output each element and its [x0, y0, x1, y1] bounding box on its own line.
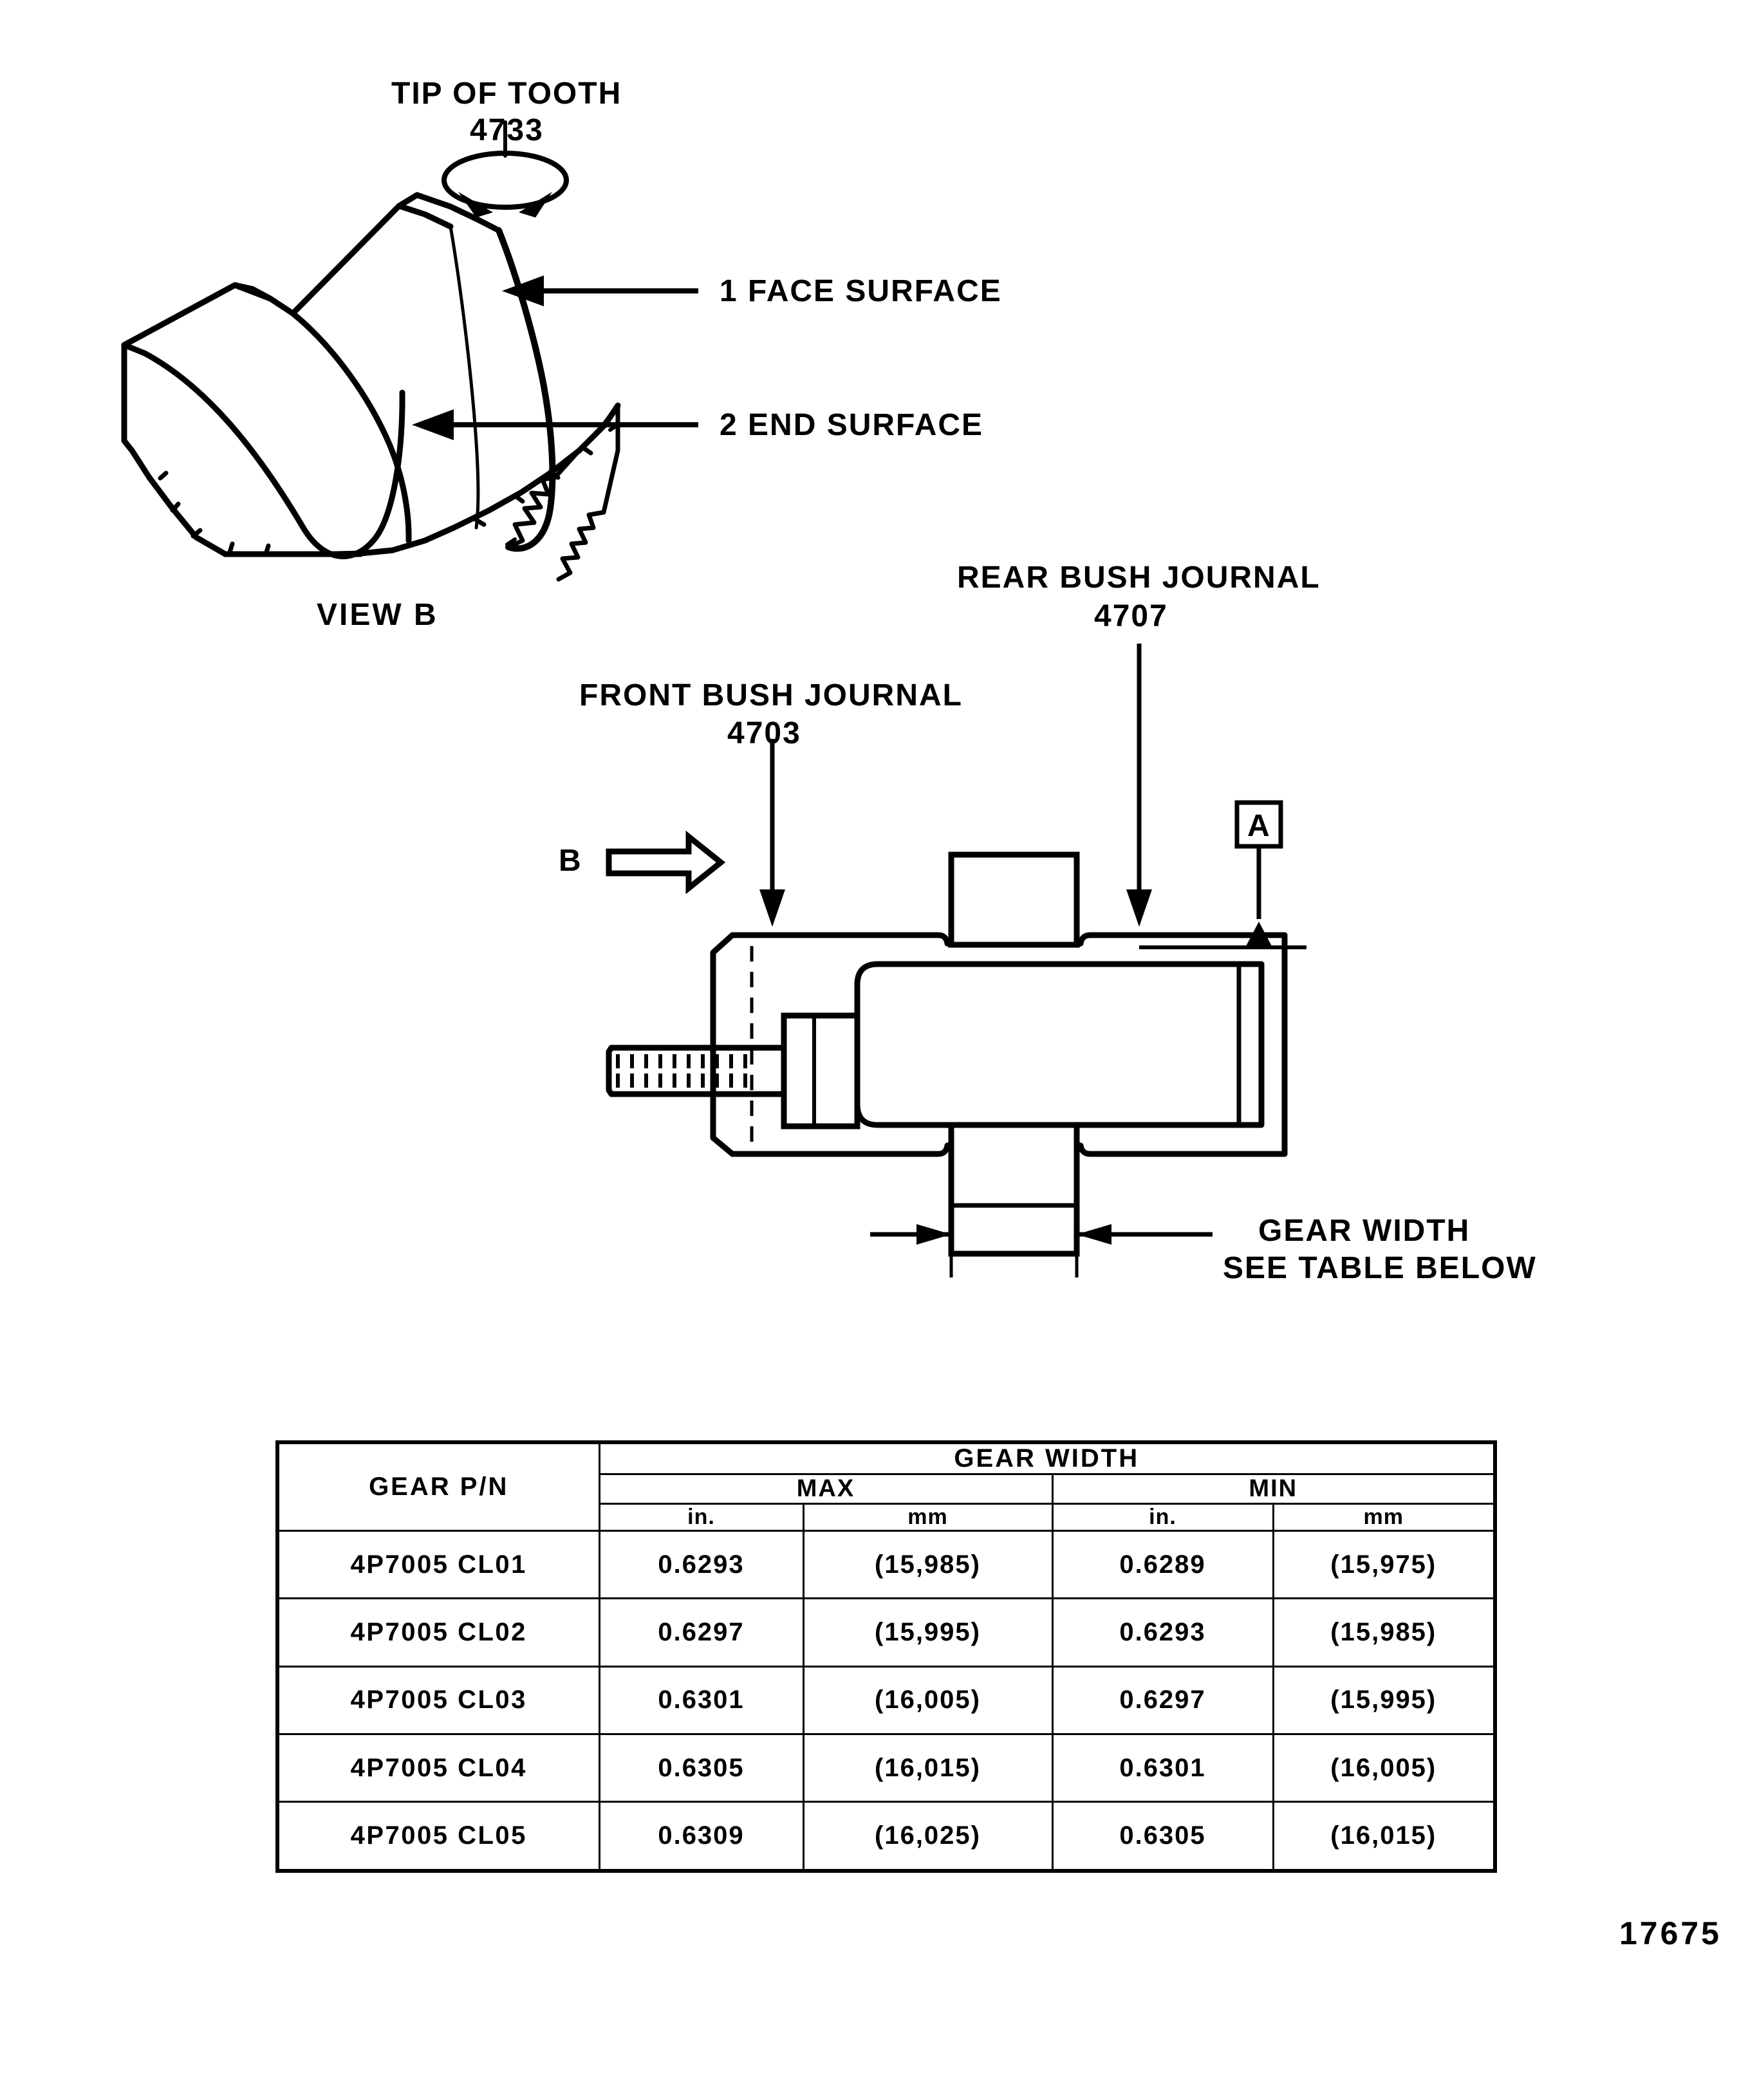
table-row: 4P7005 CL01 0.6293 (15,985) 0.6289 (15,9…: [275, 1529, 1498, 1600]
front-collar-outline: [710, 932, 736, 1157]
datum-a-label: A: [1247, 809, 1270, 843]
cell-max-mm: (16,025): [802, 1801, 1054, 1873]
cell-min-in: 0.6293: [1051, 1597, 1274, 1668]
gear-block-left-corner: [121, 342, 148, 357]
cell-pn: 4P7005 CL03: [275, 1665, 600, 1735]
table-header-row-1: GEAR P/N GEAR WIDTH: [275, 1440, 1498, 1532]
view-direction-label-b: B: [559, 844, 582, 878]
hub-top-outline: [729, 851, 1288, 948]
table-row: 4P7005 CL04 0.6305 (16,015) 0.6301 (16,0…: [275, 1733, 1498, 1803]
table-header-min: MIN: [1051, 1473, 1498, 1505]
cell-max-in: 0.6297: [598, 1597, 804, 1668]
cell-max-mm: (15,995): [802, 1597, 1054, 1668]
gear-tooth-stub-bottom: [948, 1122, 1080, 1257]
front-bush-journal-arrowhead: [759, 889, 785, 927]
cell-min-mm: (15,995): [1272, 1665, 1498, 1735]
front-bush-journal-number: 4703: [727, 716, 801, 750]
bushing-block: [781, 1012, 860, 1129]
cell-min-mm: (15,975): [1272, 1529, 1498, 1600]
gear-width-dim-label-line1: GEAR WIDTH: [1258, 1214, 1471, 1248]
table-header-max-in: in.: [598, 1503, 804, 1532]
tip-of-tooth-arrow-left: [458, 192, 493, 218]
cell-max-in: 0.6293: [598, 1529, 804, 1600]
end-surface-ticks: [505, 423, 620, 546]
tip-of-tooth-number: 4733: [470, 113, 544, 147]
tip-of-tooth-ellipse-indicator: [442, 120, 569, 218]
view-direction-arrow-b: [606, 830, 726, 895]
gear-width-dimension: [870, 1224, 1213, 1278]
gear-width-table: GEAR P/N GEAR WIDTH MAX MIN in. mm in. m…: [275, 1440, 1498, 1873]
rear-bush-journal-number: 4707: [1094, 599, 1168, 633]
gear-tooth-stub-top: [948, 851, 1080, 948]
gear-rim-inner-outline: [854, 961, 1265, 1128]
cell-min-in: 0.6297: [1051, 1665, 1274, 1735]
tooth-face-interior-line: [449, 225, 480, 530]
end-surface-break-jag-lower: [556, 510, 606, 582]
end-surface-label: 2 END SURFACE: [720, 408, 984, 442]
tooth-tip-top-edge: [414, 192, 502, 234]
section-view-shaft-gear: [606, 644, 1306, 1257]
gear-width-dim-label-line2: SEE TABLE BELOW: [1223, 1251, 1537, 1285]
tip-of-tooth-ellipse: [442, 151, 569, 210]
gear-block-top-ridge: [232, 282, 296, 317]
table-body: 4P7005 CL01 0.6293 (15,985) 0.6289 (15,9…: [275, 1529, 1498, 1873]
table-row: 4P7005 CL02 0.6297 (15,995) 0.6293 (15,9…: [275, 1597, 1498, 1668]
cell-min-in: 0.6289: [1051, 1529, 1274, 1600]
cell-min-mm: (16,015): [1272, 1801, 1498, 1873]
cell-max-mm: (16,015): [802, 1733, 1054, 1803]
cell-pn: 4P7005 CL01: [275, 1529, 600, 1600]
cell-min-in: 0.6305: [1051, 1801, 1274, 1873]
table-row: 4P7005 CL05 0.6309 (16,025) 0.6305 (16,0…: [275, 1801, 1498, 1873]
cell-pn: 4P7005 CL02: [275, 1597, 600, 1668]
end-surface-arrowhead: [412, 409, 454, 440]
cell-max-mm: (15,985): [802, 1529, 1054, 1600]
cell-min-in: 0.6301: [1051, 1733, 1274, 1803]
table-header-min-mm: mm: [1272, 1503, 1498, 1532]
rear-bush-journal-arrowhead: [1126, 889, 1152, 927]
cell-min-mm: (15,985): [1272, 1597, 1498, 1668]
tip-of-tooth-label: TIP OF TOOTH: [391, 77, 622, 111]
table-header-gear-pn: GEAR P/N: [275, 1440, 600, 1532]
gear-width-arrow-left: [916, 1224, 951, 1245]
cell-pn: 4P7005 CL05: [275, 1801, 600, 1873]
cell-max-in: 0.6301: [598, 1665, 804, 1735]
table-header-min-in: in.: [1051, 1503, 1274, 1532]
threaded-shaft-outline: [606, 1045, 787, 1097]
table-header-gear-width: GEAR WIDTH: [598, 1440, 1498, 1475]
table-header-max: MAX: [598, 1473, 1054, 1505]
table-row: 4P7005 CL03 0.6301 (16,005) 0.6297 (15,9…: [275, 1665, 1498, 1735]
front-bush-journal-label: FRONT BUSH JOURNAL: [579, 678, 963, 712]
hub-bottom-outline: [729, 1122, 1239, 1157]
table-header-row-2: MAX MIN: [277, 1473, 1498, 1505]
figure-number: 17675: [1619, 1915, 1722, 1951]
view-b-caption: VIEW B: [317, 598, 438, 632]
end-surface-upper-edge: [552, 403, 620, 480]
gear-width-arrow-right: [1077, 1224, 1111, 1245]
face-surface-label: 1 FACE SURFACE: [720, 274, 1002, 308]
cell-max-in: 0.6305: [598, 1733, 804, 1803]
table-header-row-3: in. mm in. mm: [277, 1503, 1498, 1532]
table-header-max-mm: mm: [802, 1503, 1054, 1532]
cell-min-mm: (16,005): [1272, 1733, 1498, 1803]
cell-pn: 4P7005 CL04: [275, 1733, 600, 1803]
tip-of-tooth-arrow-right: [519, 192, 552, 218]
end-surface-break-jag-upper: [506, 475, 557, 550]
gear-block-top-left-edge: [121, 282, 274, 348]
end-surface-right-edge: [601, 403, 620, 515]
tooth-tip-land: [396, 203, 454, 230]
face-surface-arrowhead: [502, 275, 544, 306]
view-b-gear-tooth-illustration: [121, 192, 621, 582]
view-b-leader-arrows: [412, 275, 698, 440]
thread-hatching: [616, 1054, 747, 1088]
table-header: GEAR P/N GEAR WIDTH MAX MIN in. mm in. m…: [275, 1440, 1498, 1532]
cell-max-mm: (16,005): [802, 1665, 1054, 1735]
cell-max-in: 0.6309: [598, 1801, 804, 1873]
tooth-left-flank: [290, 310, 412, 544]
tooth-tip-left-edge: [290, 192, 420, 317]
rear-bush-journal-label: REAR BUSH JOURNAL: [957, 561, 1321, 595]
tooth-valley-front-curve: [142, 350, 405, 559]
